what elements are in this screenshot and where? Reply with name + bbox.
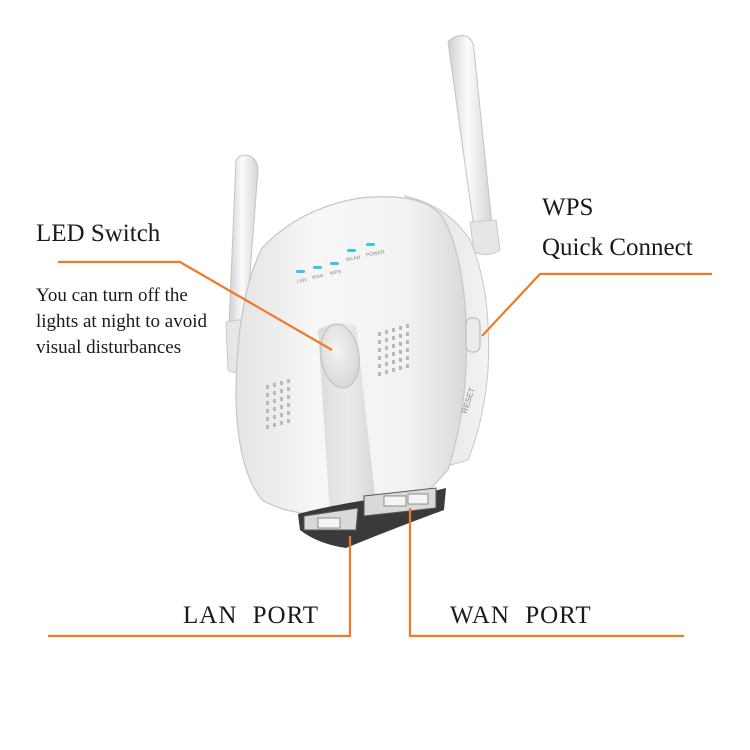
lan-port-word2: PORT [252,602,320,629]
led-wan [313,266,322,269]
wps-callout [481,272,712,337]
lan-port-word1: LAN [183,602,238,629]
port-housing [298,487,446,548]
led-wps [330,262,339,265]
vent-grille-left [266,379,290,429]
wan-port-label: WAN PORT [450,602,592,630]
lan-port-label: LAN PORT [183,602,319,630]
wan-port-callout [408,508,684,638]
quick-connect-title: Quick Connect [542,234,693,261]
led-switch-description: You can turn off the lights at night to … [36,285,207,358]
led-indicators [296,243,375,273]
led-wlan [347,249,356,252]
led-switch-button [320,323,360,389]
wan-port-word2: PORT [525,602,592,629]
wps-button [465,317,481,353]
right-antenna [447,35,501,256]
wan-port-word1: WAN [450,602,510,629]
led-power [366,243,375,246]
vent-grille-right [378,324,409,376]
led-switch-callout [58,260,333,351]
lan-port-callout [48,536,352,638]
wps-title: WPS [542,194,594,221]
led-switch-title: LED Switch [36,220,161,247]
led-lan [296,270,305,273]
callout-lines [48,260,712,638]
